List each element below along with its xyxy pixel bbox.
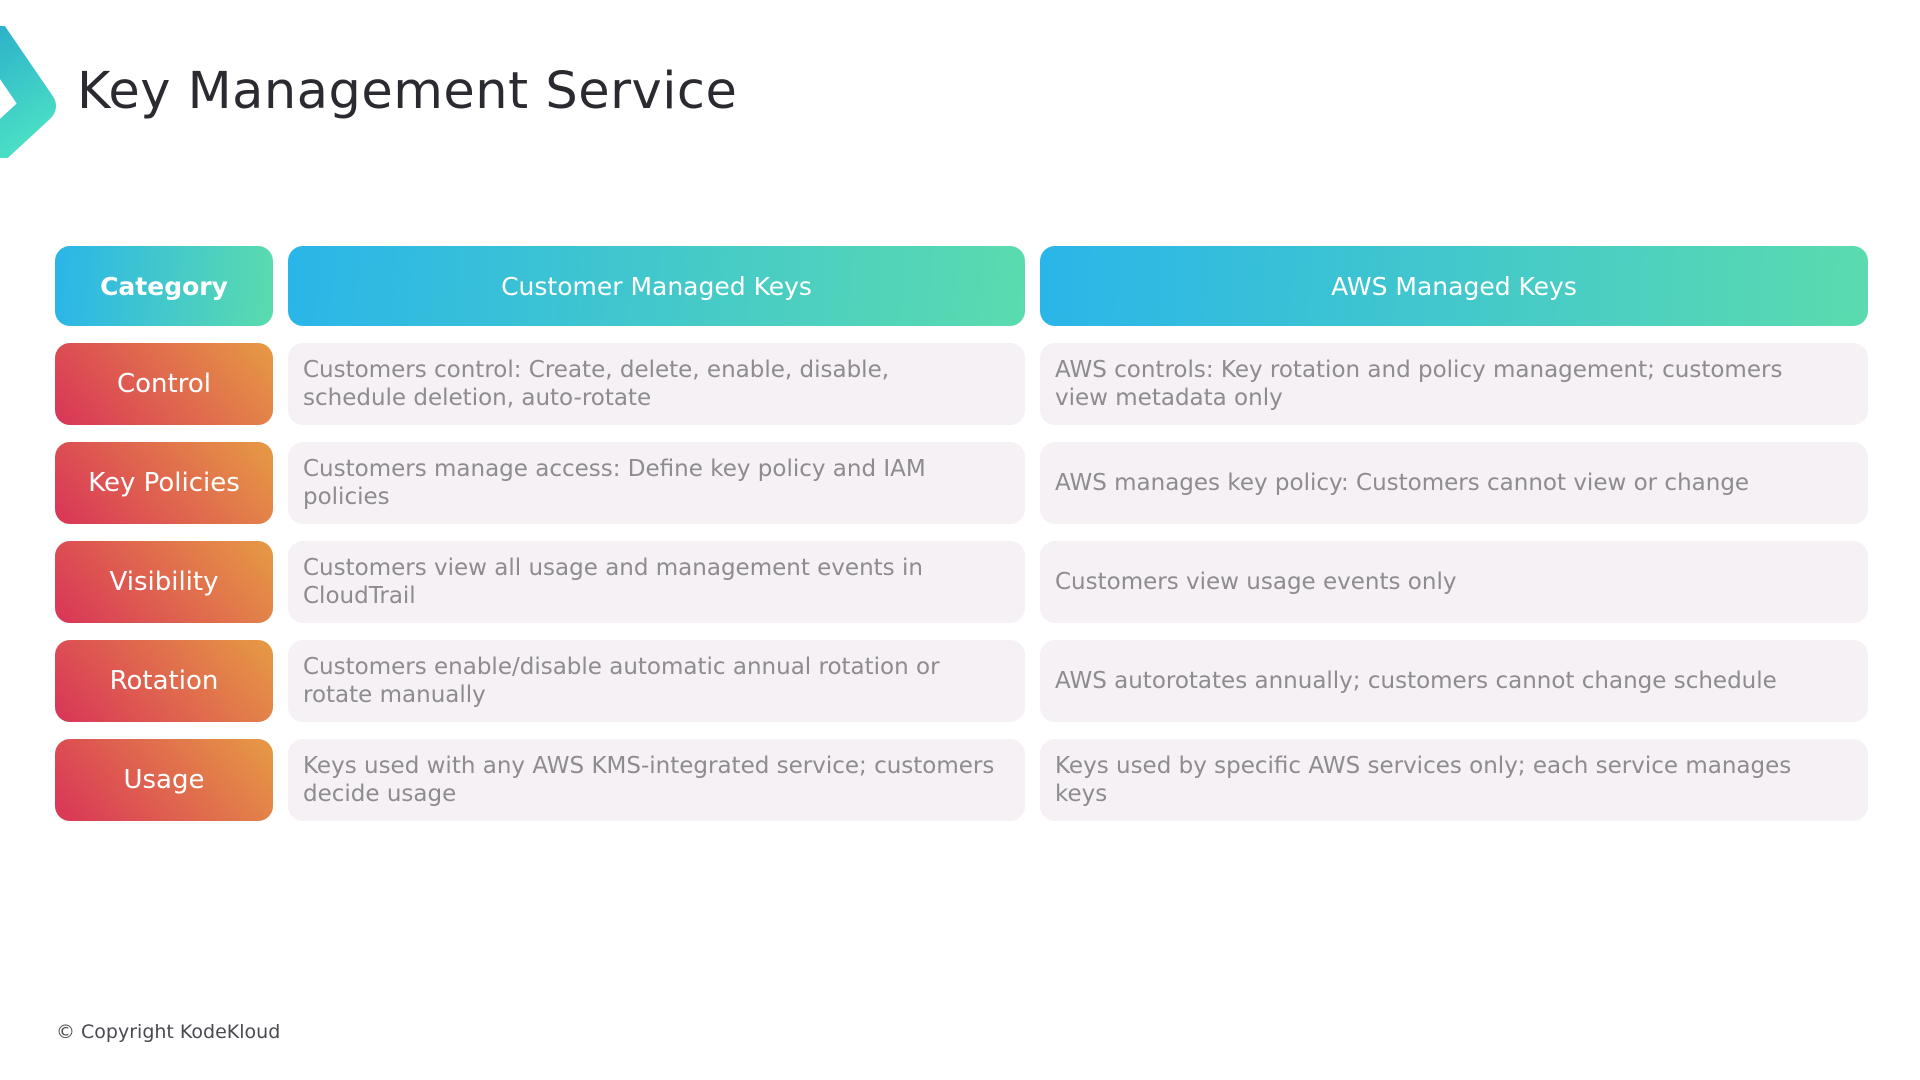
column-header-customer-managed-keys: Customer Managed Keys (288, 246, 1025, 326)
category-cell-visibility: Visibility (55, 541, 273, 623)
category-cell-control: Control (55, 343, 273, 425)
copyright-text: © Copyright KodeKloud (56, 1021, 281, 1043)
aws-managed-cell-visibility: Customers view usage events only (1040, 541, 1868, 623)
aws-managed-cell-key-policies: AWS manages key policy: Customers cannot… (1040, 442, 1868, 524)
page-title: Key Management Service (77, 62, 738, 121)
customer-managed-cell-control: Customers control: Create, delete, enabl… (288, 343, 1025, 425)
customer-managed-cell-rotation: Customers enable/disable automatic annua… (288, 640, 1025, 722)
kodekloud-chevron-icon (0, 19, 56, 166)
category-cell-rotation: Rotation (55, 640, 273, 722)
aws-managed-cell-rotation: AWS autorotates annually; customers cann… (1040, 640, 1868, 722)
aws-managed-cell-control: AWS controls: Key rotation and policy ma… (1040, 343, 1868, 425)
customer-managed-cell-visibility: Customers view all usage and management … (288, 541, 1025, 623)
column-header-aws-managed-keys: AWS Managed Keys (1040, 246, 1868, 326)
category-cell-key-policies: Key Policies (55, 442, 273, 524)
category-cell-usage: Usage (55, 739, 273, 821)
aws-managed-cell-usage: Keys used by specific AWS services only;… (1040, 739, 1868, 821)
customer-managed-cell-usage: Keys used with any AWS KMS-integrated se… (288, 739, 1025, 821)
column-header-category: Category (55, 246, 273, 326)
customer-managed-cell-key-policies: Customers manage access: Define key poli… (288, 442, 1025, 524)
comparison-table: Category Customer Managed Keys AWS Manag… (55, 246, 1868, 821)
